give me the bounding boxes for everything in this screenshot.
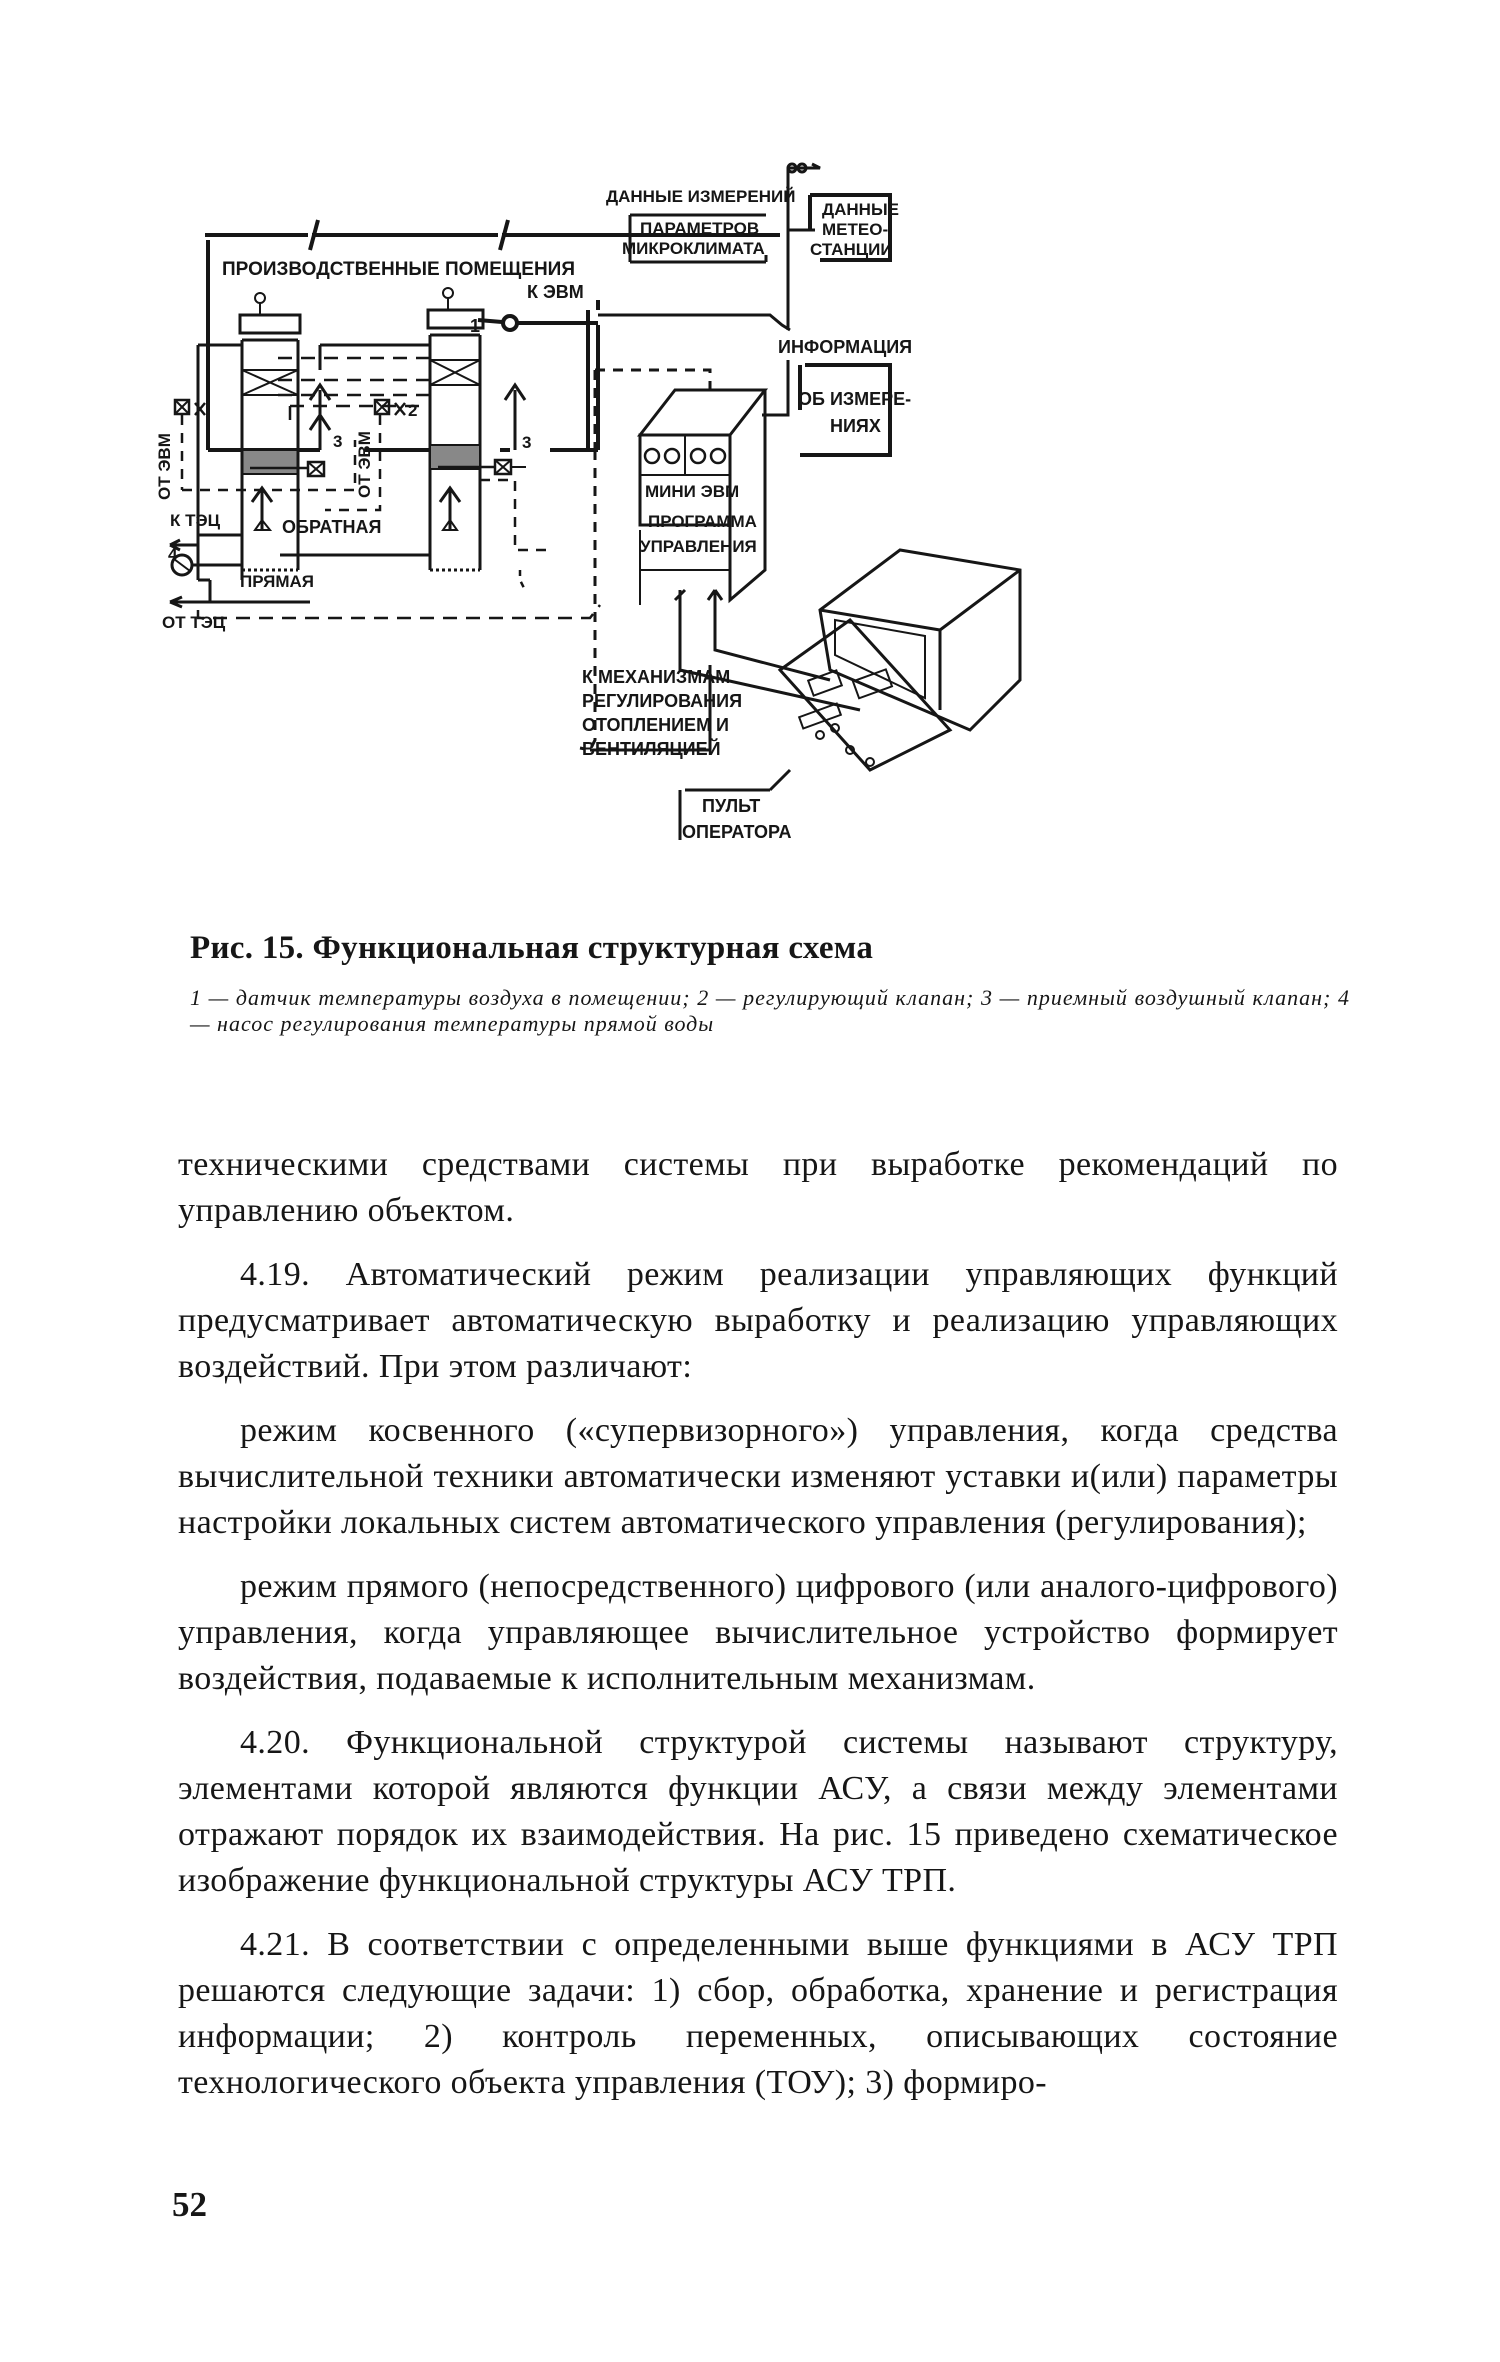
from-computer-label-1: ОТ ЭВМ <box>155 433 174 500</box>
meteo-data-line3: СТАНЦИИ <box>810 240 893 259</box>
mini-computer-block <box>636 388 769 604</box>
microclimate-params-line1: ПАРАМЕТРОВ <box>640 219 759 238</box>
supply-line-label: ПРЯМАЯ <box>240 572 314 591</box>
paragraph-4-21: 4.21. В соответствии с определенными выш… <box>178 1926 1338 2101</box>
paragraph-direct-mode: режим прямого (непосредственного) цифров… <box>178 1568 1338 1697</box>
from-computer-label-2: ОТ ЭВМ <box>355 431 374 498</box>
damper-3-number-b: 3 <box>522 433 531 452</box>
production-rooms-label: ПРОИЗВОДСТВЕННЫЕ ПОМЕЩЕНИЯ <box>222 259 575 280</box>
return-line-label: ОБРАТНАЯ <box>282 517 381 537</box>
sensor-1-number: 1 <box>470 316 480 336</box>
control-program-line1: ПРОГРАММА <box>648 512 757 531</box>
figure-caption: Рис. 15. Функциональная структурная схем… <box>190 930 1350 1037</box>
temperature-sensor-1 <box>477 314 598 332</box>
operator-console-line2: ОПЕРАТОРА <box>682 822 791 842</box>
meteo-data-line2: МЕТЕО- <box>822 220 888 239</box>
figure-title: Рис. 15. Функциональная структурная схем… <box>190 930 874 966</box>
to-mechanisms-line1: К МЕХАНИЗМАМ <box>582 667 730 687</box>
paragraph-4-19: 4.19. Автоматический режим реализации уп… <box>178 1256 1338 1385</box>
damper-3-number-a: 3 <box>333 432 342 451</box>
measurement-data-label: ДАННЫЕ ИЗМЕРЕНИЙ <box>606 187 795 206</box>
measurement-info-label: ИНФОРМАЦИЯ <box>778 337 912 357</box>
meteo-data-line1: ДАННЫЕ <box>822 200 899 219</box>
control-program-line2: УПРАВЛЕНИЯ <box>640 537 757 556</box>
operator-console-line1: ПУЛЬТ <box>702 796 760 816</box>
intake-damper-3-unit-2 <box>438 458 526 476</box>
valve-2-unit-1 <box>173 398 206 416</box>
paragraph-1: техническими средствами системы при выра… <box>178 1146 1338 1229</box>
paragraph-supervisory-mode: режим косвенного («супервизорного») упра… <box>178 1412 1338 1541</box>
to-chp-label: К ТЭЦ <box>170 511 221 530</box>
measurement-info-line2: НИЯХ <box>830 416 881 436</box>
paragraph-4-20: 4.20. Функциональной структурой системы … <box>178 1724 1338 1899</box>
air-handler-2 <box>426 287 485 572</box>
measurement-info-line1: ОБ ИЗМЕРЕ- <box>798 389 911 409</box>
to-mechanisms-line2: РЕГУЛИРОВАНИЯ <box>582 691 742 711</box>
to-computer-label: К ЭВМ <box>527 282 584 302</box>
functional-structure-diagram: ПРОИЗВОДСТВЕННЫЕ ПОМЕЩЕНИЯ К ЭВМ 1 ДАННЫ… <box>155 150 1360 910</box>
to-mechanisms-line3: ОТОПЛЕНИЕМ И <box>582 715 729 735</box>
mini-computer-label: МИНИ ЭВМ <box>645 482 739 501</box>
from-chp-label: ОТ ТЭЦ <box>162 613 226 632</box>
meteo-data-box <box>808 193 892 262</box>
figure-legend: 1 — датчик температуры воздуха в помещен… <box>190 985 1350 1036</box>
operator-console-terminal <box>777 548 1022 772</box>
measurement-info-box <box>798 363 892 457</box>
page-number: 52 <box>172 2185 207 2224</box>
body-text: техническими средствами системы при выра… <box>178 1142 1338 2124</box>
valve-2-unit-2 <box>373 398 406 416</box>
meteo-station-icon <box>786 162 821 330</box>
microclimate-params-line2: МИКРОКЛИМАТА <box>622 239 765 258</box>
valve-2-number: 2 <box>408 401 417 420</box>
air-handler-1 <box>238 292 302 572</box>
intake-damper-3-unit-1 <box>250 460 326 478</box>
pump-4-number: 4 <box>168 545 178 564</box>
to-mechanisms-line4: ВЕНТИЛЯЦИЕЙ <box>582 738 721 759</box>
